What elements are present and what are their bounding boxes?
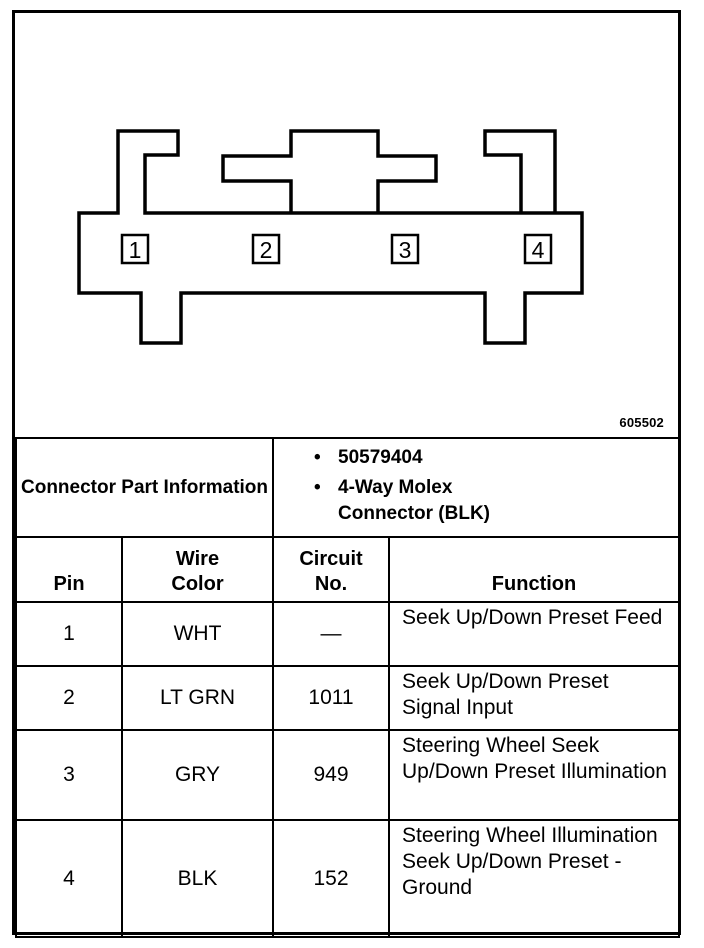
pin-3-box xyxy=(390,233,420,265)
pin-cell: 3 xyxy=(15,729,123,821)
header-function: Function xyxy=(388,536,681,603)
pin-2-box xyxy=(251,233,281,265)
header-wire-color: Wire Color xyxy=(120,536,275,603)
right-latch xyxy=(483,129,557,213)
connector-diagram: 1 2 3 4 605502 xyxy=(15,13,678,437)
pin-1-box xyxy=(120,233,150,265)
pin-3-label: 3 xyxy=(399,237,412,263)
circuit-cell: 152 xyxy=(272,819,391,938)
function-cell: Seek Up/Down Preset Signal Input xyxy=(388,665,681,731)
connector-description: 4-Way Molex Connector (BLK) xyxy=(312,475,538,527)
connector-outline: 1 2 3 4 xyxy=(77,129,584,345)
connector-table: Connector Part Information 50579404 4-Wa… xyxy=(14,437,681,938)
function-cell: Steering Wheel Illumination Seek Up/Down… xyxy=(388,819,681,938)
pin-cell: 4 xyxy=(15,819,123,938)
pin-2-label: 2 xyxy=(260,237,273,263)
header-pin: Pin xyxy=(15,536,123,603)
connector-body xyxy=(77,129,584,345)
pin-4-label: 4 xyxy=(532,237,545,263)
wire-color-cell: LT GRN xyxy=(120,665,275,731)
circuit-cell: 1011 xyxy=(272,665,391,731)
wire-color-cell: GRY xyxy=(120,729,275,821)
table-row: 3 GRY 949 Steering Wheel Seek Up/Down Pr… xyxy=(15,729,681,821)
table-row: 4 BLK 152 Steering Wheel Illumination Se… xyxy=(15,819,681,938)
connector-sheet: 1 2 3 4 605502 Connector Part Informatio… xyxy=(12,10,681,938)
wire-color-cell: WHT xyxy=(120,601,275,667)
circuit-cell: — xyxy=(272,601,391,667)
table-row: 2 LT GRN 1011 Seek Up/Down Preset Signal… xyxy=(15,665,681,731)
connector-part-number: 50579404 xyxy=(312,445,678,471)
pin-cell: 1 xyxy=(15,601,123,667)
circuit-cell: 949 xyxy=(272,729,391,821)
pin-4-box xyxy=(523,233,553,265)
pin-cell: 2 xyxy=(15,665,123,731)
function-cell: Steering Wheel Seek Up/Down Preset Illum… xyxy=(388,729,681,821)
function-cell: Seek Up/Down Preset Feed xyxy=(388,601,681,667)
wire-color-cell: BLK xyxy=(120,819,275,938)
figure-id: 605502 xyxy=(619,415,664,430)
table-row: 1 WHT — Seek Up/Down Preset Feed xyxy=(15,601,681,667)
connector-info-list: 50579404 4-Way Molex Connector (BLK) xyxy=(272,437,681,538)
connector-info-label: Connector Part Information xyxy=(14,437,275,538)
pin-1-label: 1 xyxy=(129,237,142,263)
header-circuit: Circuit No. xyxy=(272,536,391,603)
header-row: Pin Wire Color Circuit No. Function xyxy=(15,536,681,603)
connector-info-row: Connector Part Information 50579404 4-Wa… xyxy=(14,437,681,538)
center-key xyxy=(221,129,438,213)
